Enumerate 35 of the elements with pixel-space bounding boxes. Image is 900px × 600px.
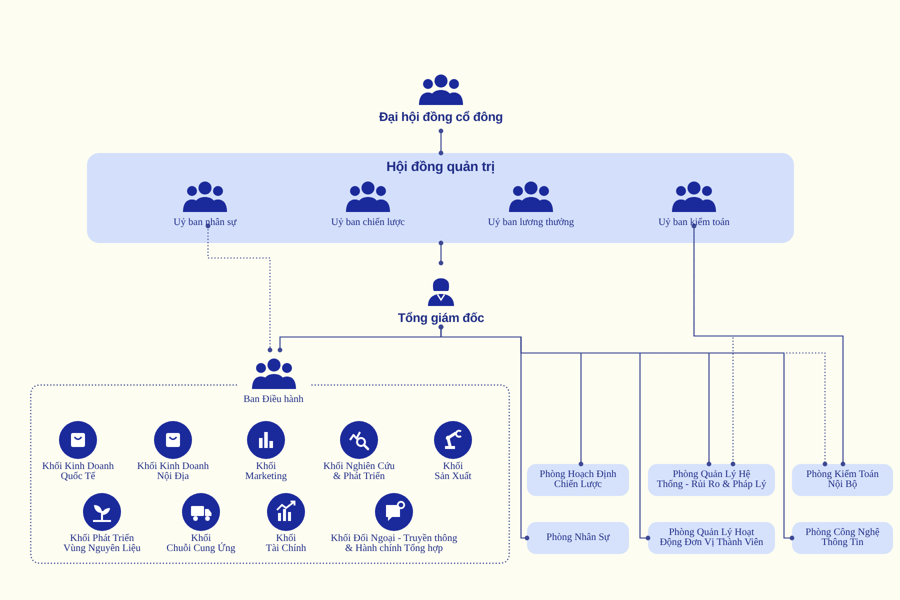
connector-line [438,240,444,266]
department-label: Phòng Công Nghệ Thông Tin [806,528,880,548]
role-title: Tổng giám đốc [398,311,484,325]
department-box [527,464,629,496]
department-label: Phòng Quản Lý Hệ Thống - Rủi Ro & Pháp Lý [656,470,766,490]
division-label: Khối Phát Triển Vùng Nguyên Liệu [63,534,141,554]
department-box [527,522,629,554]
committee-label: Uỷ ban kiểm toán [658,218,730,228]
role-title: Đại hội đồng cổ đông [379,110,503,124]
department-box [792,522,893,554]
department-label: Phòng Nhân Sự [546,532,610,544]
division-label: Khối Chuỗi Cung Ứng [166,534,236,554]
division-label: Khối Sản Xuất [434,462,472,482]
dotted-connector [692,224,736,466]
department-label: Phòng Hoạch Định Chiến Lược [540,470,616,490]
committee-label: Uỷ ban nhân sự [174,218,236,228]
board-panel [87,153,794,243]
group-title: Ban Điều hành [244,395,304,405]
division-label: Khối Nghiên Cứu & Phát Triển [323,462,395,482]
department-box [648,522,775,554]
division-label: Khối Tài Chính [266,534,306,554]
committee-label: Uỷ ban lương thưởng [488,218,574,228]
department-label: Phòng Quản Lý Hoạt Động Đơn Vị Thành Viên [660,528,764,548]
connector-line [438,128,444,156]
committee-label: Uỷ ban chiến lược [331,218,405,228]
division-label: Khối Kinh Doanh Quốc Tế [42,462,114,482]
department-box [648,464,775,496]
division-label: Khối Kinh Doanh Nội Địa [137,462,209,482]
panel-title: Hội đồng quản trị [386,160,495,174]
department-label: Phòng Kiểm Toán Nội Bộ [806,470,879,490]
division-label: Khối Đối Ngoại - Truyền thông & Hành chính Tổng hợp [330,534,458,554]
department-box [792,464,893,496]
dotted-connector [438,324,828,466]
dotted-connector [206,224,272,352]
division-label: Khối Marketing [245,462,287,482]
